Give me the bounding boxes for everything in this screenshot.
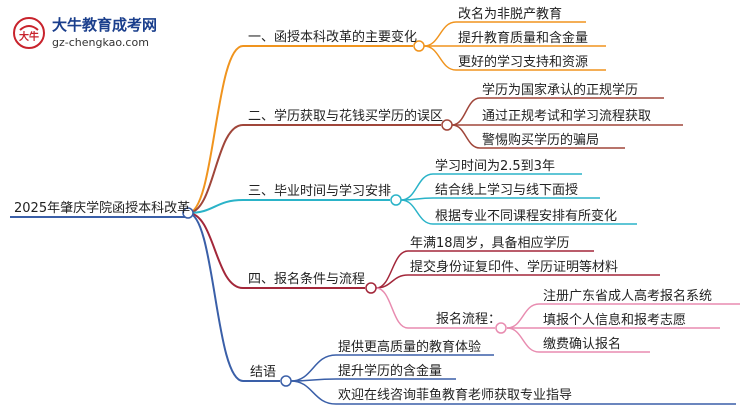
leaf-5-1: 提供更高质量的教育体验 xyxy=(338,340,482,355)
leaf-4s-2: 填报个人信息和报考志愿 xyxy=(543,313,687,328)
logo[interactable]: 大牛 大牛教育成考网 gz-chengkao.com xyxy=(12,16,182,52)
branch-5-label: 结语 xyxy=(250,365,277,380)
branch-3-label: 三、毕业时间与学习安排 xyxy=(248,184,392,199)
leaf-1-2: 提升教育质量和含金量 xyxy=(458,31,589,46)
branch-5-node xyxy=(280,375,292,387)
connector-4-2 xyxy=(375,274,409,289)
leaf-1-1: 改名为非脱产教育 xyxy=(458,7,563,22)
leaf-3-1: 学习时间为2.5到3年 xyxy=(435,159,555,174)
root-node xyxy=(182,207,194,219)
sub-4-label: 报名流程： xyxy=(436,312,502,327)
logo-url: gz-chengkao.com xyxy=(52,36,149,49)
logo-title: 大牛教育成考网 xyxy=(52,16,158,34)
leaf-5-2: 提升学历的含金量 xyxy=(338,364,443,379)
connector-5-1 xyxy=(290,354,337,382)
connector-4s-1 xyxy=(506,303,540,329)
sub-4-node xyxy=(495,322,507,334)
logo-mark-icon: 大牛 xyxy=(13,17,45,49)
leaf-1-3: 更好的学习支持和资源 xyxy=(458,55,589,70)
connector-branch-2 xyxy=(187,124,244,214)
connector-branch-5 xyxy=(187,212,244,382)
branch-2-node xyxy=(441,119,453,131)
logo-mark-text: 大牛 xyxy=(19,30,39,43)
connector-2-1 xyxy=(451,97,481,126)
branch-4-label: 四、报名条件与流程 xyxy=(248,272,366,287)
branch-1-label: 一、函授本科改革的主要变化 xyxy=(248,30,418,45)
leaf-2-1: 学历为国家承认的正规学历 xyxy=(482,83,639,98)
leaf-3-2: 结合线上学习与线下面授 xyxy=(435,183,579,198)
root-topic: 2025年肇庆学院函授本科改革 xyxy=(14,201,191,216)
connector-branch-4 xyxy=(187,212,244,289)
connector-3-3 xyxy=(400,199,434,225)
connector-branch-3 xyxy=(187,199,244,214)
leaf-4s-1: 注册广东省成人高考报名系统 xyxy=(543,289,713,304)
leaf-4-2: 提交身份证复印件、学历证明等材料 xyxy=(410,260,619,275)
leaf-4s-3: 缴费确认报名 xyxy=(543,337,622,352)
connector-4-3 xyxy=(375,287,409,329)
connector-2-3 xyxy=(451,124,481,149)
connector-4s-3 xyxy=(506,327,540,353)
branch-3-node xyxy=(390,194,402,206)
connector-1-3 xyxy=(423,45,457,71)
connector-3-1 xyxy=(400,173,434,201)
leaf-2-2: 通过正规考试和学习流程获取 xyxy=(482,109,652,124)
leaf-3-3: 根据专业不同课程安排有所变化 xyxy=(435,209,618,224)
branch-2-label: 二、学历获取与花钱买学历的误区 xyxy=(248,109,444,124)
leaf-4-1: 年满18周岁，具备相应学历 xyxy=(410,236,570,251)
connector-branch-1 xyxy=(187,45,244,214)
leaf-2-3: 警惕购买学历的骗局 xyxy=(482,133,600,148)
leaf-5-3: 欢迎在线咨询菲鱼教育老师获取专业指导 xyxy=(338,388,573,403)
branch-1-node xyxy=(413,40,425,52)
connector-1-1 xyxy=(423,21,457,47)
connector-5-3 xyxy=(290,380,337,405)
branch-4-node xyxy=(365,282,377,294)
